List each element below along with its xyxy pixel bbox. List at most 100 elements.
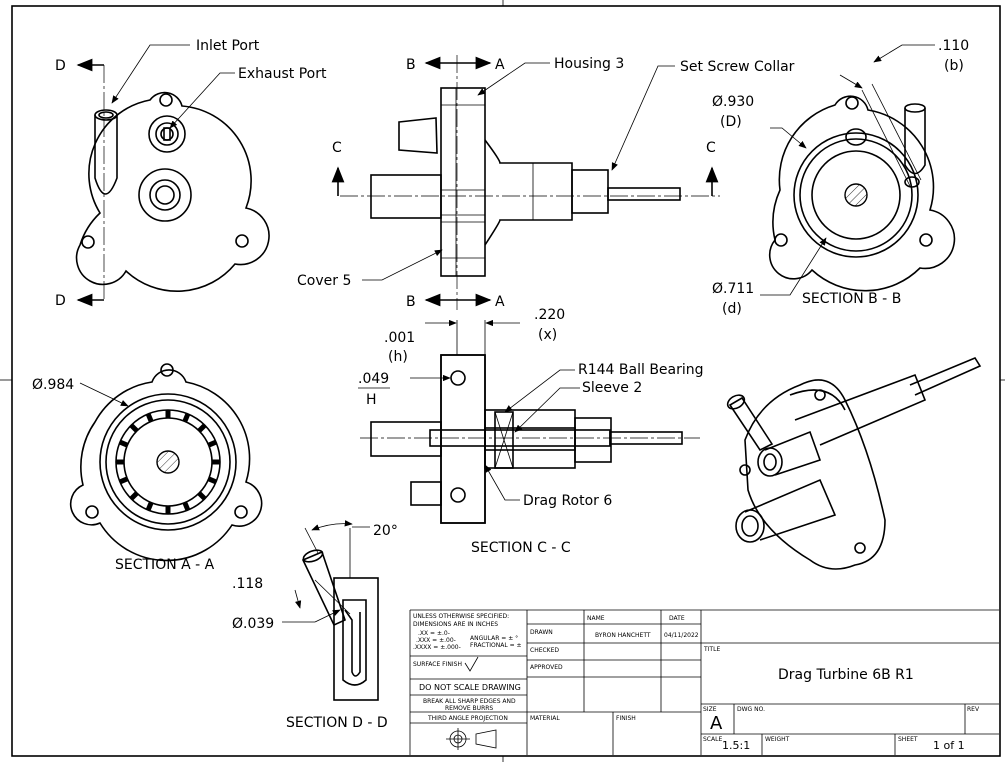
- section-b-a-markers: [331, 56, 719, 307]
- housing-label: Housing 3: [554, 56, 624, 72]
- section-c-left-label: C: [332, 140, 342, 156]
- rotor-blade: [145, 413, 154, 423]
- rotor-blade: [182, 501, 191, 511]
- section-dd-dims: [282, 520, 370, 623]
- dim-110-label: .110: [938, 38, 969, 54]
- dim-049-sym: H: [366, 392, 377, 408]
- rotor-blades: [116, 410, 220, 514]
- dim-220-sym: (x): [538, 327, 557, 343]
- side-view-leaders: [362, 62, 675, 281]
- cover-label: Cover 5: [297, 273, 351, 289]
- drag-rotor-label: Drag Rotor 6: [523, 493, 612, 509]
- dim-984-label: Ø.984: [32, 377, 74, 393]
- side-view: [340, 55, 720, 310]
- dim-711-label: Ø.711: [712, 281, 754, 297]
- title-block: [409, 609, 999, 755]
- tb-sheet-hdr: SHEET: [898, 736, 918, 743]
- rotor-blade: [129, 491, 139, 501]
- section-bb-leaders: [760, 44, 935, 296]
- tb-third-angle: THIRD ANGLE PROJECTION: [427, 715, 508, 722]
- tb-approved: APPROVED: [530, 664, 563, 671]
- rotor-blade: [145, 501, 154, 511]
- section-a-top-label: A: [495, 57, 505, 73]
- rotor-blade: [207, 476, 217, 485]
- tb-size: A: [710, 713, 723, 734]
- rotor-blade: [197, 491, 207, 501]
- section-a-bottom-label: A: [495, 294, 505, 310]
- section-aa-title: SECTION A - A: [115, 557, 215, 573]
- dim-039-label: Ø.039: [232, 616, 274, 632]
- port-leaders: [111, 44, 235, 129]
- section-c-right-label: C: [706, 140, 716, 156]
- dim-110-sym: (b): [944, 58, 964, 74]
- dim-930-sym: (D): [720, 114, 742, 130]
- section-bb-title: SECTION B - B: [802, 291, 901, 307]
- set-screw-collar-label: Set Screw Collar: [680, 59, 795, 75]
- dim-001-sym: (h): [388, 349, 408, 365]
- tb-rev-hdr: REV: [967, 706, 980, 713]
- dim-118-label: .118: [232, 576, 263, 592]
- tb-break-edges-2: REMOVE BURRS: [445, 705, 493, 712]
- ball-bearing-label: R144 Ball Bearing: [578, 362, 704, 378]
- tb-fractional: FRACTIONAL = ±: [470, 642, 522, 649]
- tb-checked: CHECKED: [530, 647, 559, 654]
- tb-tol-xx: .XXX = ±.00-: [416, 637, 456, 644]
- tb-sheet: 1 of 1: [933, 739, 965, 752]
- tb-tol-x: .XX = ±.0-: [418, 630, 450, 637]
- exhaust-port-label: Exhaust Port: [238, 66, 327, 82]
- section-d-markers: [76, 58, 104, 307]
- tb-scale: 1.5:1: [722, 739, 750, 752]
- section-dd-view: [301, 527, 379, 701]
- tb-drawn-name: BYRON HANCHETT: [595, 632, 651, 639]
- rotor-blade: [197, 423, 207, 433]
- tb-surface-finish: SURFACE FINISH: [413, 661, 462, 668]
- tb-date-hdr: DATE: [669, 615, 685, 622]
- section-cc-title: SECTION C - C: [471, 540, 571, 556]
- section-d-top-label: D: [55, 58, 66, 74]
- section-b-top-label: B: [406, 57, 416, 73]
- tb-unless: UNLESS OTHERWISE SPECIFIED:: [413, 613, 509, 620]
- dim-angle-20-label: 20°: [373, 523, 398, 539]
- tb-drawn: DRAWN: [530, 629, 553, 636]
- tb-scale-hdr: SCALE: [703, 736, 722, 743]
- section-cc-view: [360, 354, 700, 524]
- tb-tol-xxx: .XXXX = ±.000-: [413, 644, 461, 651]
- dim-220-label: .220: [534, 307, 565, 323]
- rotor-blade: [182, 413, 191, 423]
- tb-size-hdr: SIZE: [703, 706, 717, 713]
- section-aa-view: [69, 363, 263, 562]
- section-dd-title: SECTION D - D: [286, 715, 388, 731]
- tb-material: MATERIAL: [530, 715, 560, 722]
- tb-weight-hdr: WEIGHT: [765, 736, 790, 743]
- rotor-blade: [129, 423, 139, 433]
- tb-drawn-date: 04/11/2022: [664, 632, 699, 639]
- sleeve-label: Sleeve 2: [582, 380, 642, 396]
- section-b-bottom-label: B: [406, 294, 416, 310]
- inlet-port-label: Inlet Port: [196, 38, 260, 54]
- section-d-bottom-label: D: [55, 293, 66, 309]
- tb-name-hdr: NAME: [587, 615, 605, 622]
- projection-icon: [446, 728, 497, 750]
- front-view: [75, 65, 270, 302]
- rotor-blade: [207, 439, 217, 448]
- tb-break-edges-1: BREAK ALL SHARP EDGES AND: [423, 698, 516, 705]
- rotor-blade: [119, 439, 129, 448]
- isometric-view: [726, 357, 982, 570]
- dim-930-label: Ø.930: [712, 94, 754, 110]
- tb-dwg-no-hdr: DWG NO.: [737, 706, 765, 713]
- section-bb-view: [768, 83, 956, 292]
- surface-finish-icon: [464, 656, 479, 672]
- dim-001-label: .001: [384, 330, 415, 346]
- tb-angular: ANGULAR = ± °: [470, 635, 518, 642]
- section-cc-dims: [410, 319, 580, 501]
- tb-do-not-scale: DO NOT SCALE DRAWING: [419, 683, 521, 692]
- drawing-title: Drag Turbine 6B R1: [778, 667, 914, 683]
- dim-049-label: .049: [358, 371, 389, 387]
- dim-711-sym: (d): [722, 301, 742, 317]
- rotor-blade: [119, 476, 129, 485]
- tb-finish: FINISH: [616, 715, 636, 722]
- tb-dims-inches: DIMENSIONS ARE IN INCHES: [413, 621, 498, 628]
- tb-title-hdr: TITLE: [703, 646, 720, 653]
